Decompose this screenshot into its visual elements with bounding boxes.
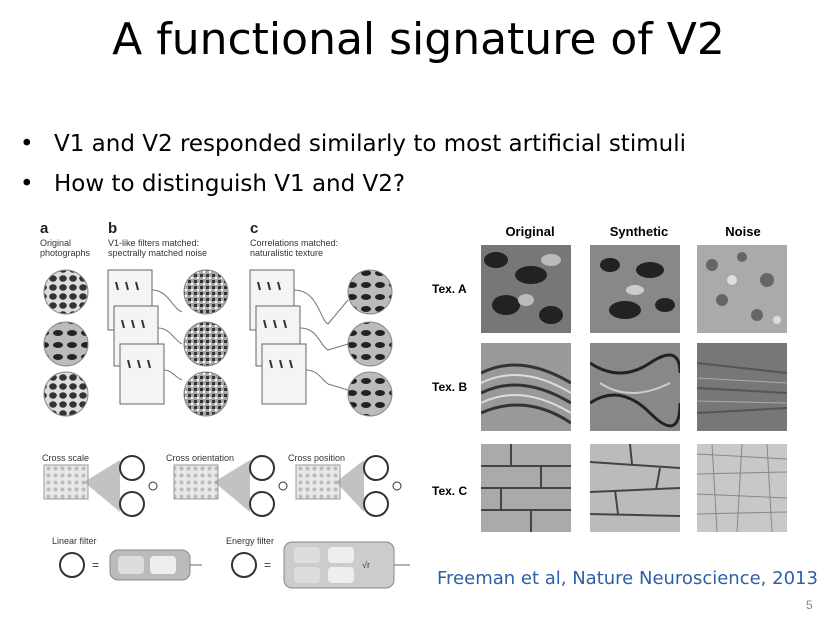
texture-b-synthetic: [590, 343, 680, 431]
bullet-item: • How to distinguish V1 and V2?: [20, 166, 686, 206]
filter-model-figure: a Original photographs b V1-like filters…: [38, 220, 418, 590]
bullet-dot: •: [20, 131, 34, 157]
panel-b-caption-2: spectrally matched noise: [108, 248, 208, 258]
texture-c-original: [481, 444, 571, 532]
cross-orientation-label: Cross orientation: [166, 453, 235, 463]
panel-a-letter: a: [40, 220, 49, 237]
row-head-tex-c: Tex. C: [432, 484, 468, 498]
sqrt-label: √r: [362, 560, 370, 570]
bullet-item: • V1 and V2 responded similarly to most a…: [20, 126, 686, 166]
panel-b-caption-1: V1-like filters matched:: [108, 238, 200, 248]
texture-c-noise: [697, 444, 787, 532]
col-head-synthetic: Synthetic: [609, 224, 669, 239]
texture-b-noise: [697, 343, 787, 431]
texture-a-original: [481, 245, 571, 333]
texture-b-original: [481, 343, 571, 431]
col-head-noise: Noise: [725, 224, 761, 239]
panel-b-letter: b: [108, 220, 118, 237]
cross-scale-label: Cross scale: [42, 453, 90, 463]
bullet-list: • V1 and V2 responded similarly to most a…: [20, 126, 686, 206]
equals-sign: =: [92, 558, 100, 572]
cross-position-label: Cross position: [288, 453, 346, 463]
bullet-text: V1 and V2 responded similarly to most ar…: [54, 131, 686, 157]
row-head-tex-b: Tex. B: [432, 380, 468, 394]
panel-a-caption-1: Original: [40, 238, 72, 248]
bullet-dot: •: [20, 171, 34, 197]
filter-diagram-graphic: [43, 269, 410, 589]
texture-c-synthetic: [590, 444, 680, 532]
panel-c-caption-1: Correlations matched:: [250, 238, 339, 248]
panel-c-caption-2: naturalistic texture: [250, 248, 324, 258]
slide-title: A functional signature of V2: [112, 14, 725, 65]
citation-link[interactable]: Freeman et al, Nature Neuroscience, 2013: [437, 568, 818, 589]
row-head-tex-a: Tex. A: [432, 282, 467, 296]
linear-filter-label: Linear filter: [52, 536, 97, 546]
energy-filter-label: Energy filter: [226, 536, 275, 546]
bullet-text: How to distinguish V1 and V2?: [54, 171, 406, 197]
texture-a-synthetic: [590, 245, 680, 333]
equals-sign: =: [264, 558, 272, 572]
col-head-original: Original: [505, 224, 555, 239]
page-number: 5: [806, 598, 813, 612]
panel-a-caption-2: photographs: [40, 248, 91, 258]
texture-a-noise: [697, 245, 787, 333]
panel-c-letter: c: [250, 220, 259, 237]
